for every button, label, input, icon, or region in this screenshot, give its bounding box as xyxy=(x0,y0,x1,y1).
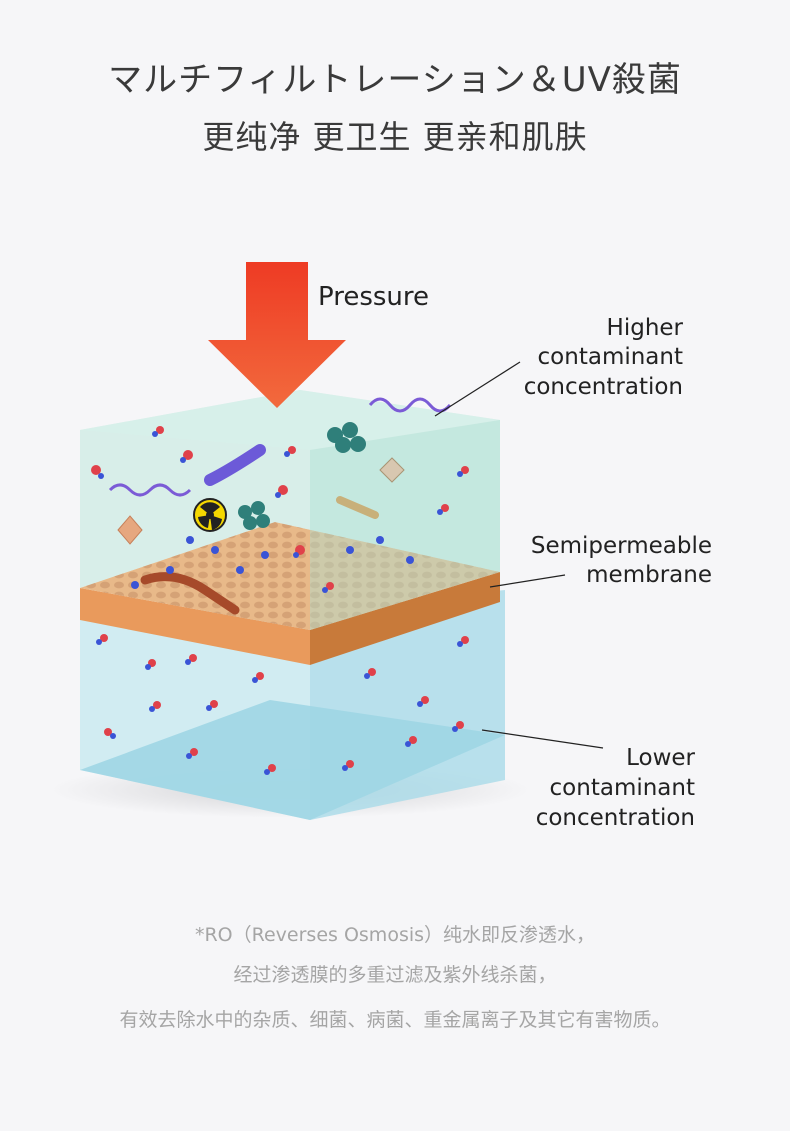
higher-leader-line xyxy=(434,361,521,417)
pressure-arrow xyxy=(208,262,346,408)
pressure-label: Pressure xyxy=(318,282,429,312)
caption-line-2: 经过渗透膜的多重过滤及紫外线杀菌， xyxy=(233,964,557,986)
contaminant-particles xyxy=(108,397,452,615)
upper-water-chamber xyxy=(80,390,500,630)
caption-line-1: *RO（Reverses Osmosis）纯水即反渗透水， xyxy=(194,924,596,946)
page-title: マルチフィルトレーション＆UV殺菌 xyxy=(108,60,682,100)
lower-leader-line xyxy=(481,729,604,749)
membrane-label-line1: Semipermeable xyxy=(531,533,712,559)
membrane-label-line2: membrane xyxy=(586,562,712,588)
higher-label-line1: Higher xyxy=(607,315,684,341)
caption-line-3: 有效去除水中的杂质、细菌、病菌、重金属离子及其它有害物质。 xyxy=(119,1009,671,1031)
lower-basin-floor xyxy=(80,700,505,820)
lower-label-line2: contaminant xyxy=(550,775,695,801)
membrane-leader-line xyxy=(489,574,566,588)
semipermeable-membrane xyxy=(80,522,500,665)
reverse-osmosis-diagram: Pressure Higher contaminant concentratio… xyxy=(50,262,712,831)
page-subtitle: 更纯净 更卫生 更亲和肌肤 xyxy=(202,118,588,156)
lower-label-line1: Lower xyxy=(626,745,695,771)
higher-label-line3: concentration xyxy=(524,374,683,400)
water-molecules xyxy=(91,426,469,775)
higher-label-line2: contaminant xyxy=(538,344,683,370)
lower-label-line3: concentration xyxy=(536,805,695,831)
